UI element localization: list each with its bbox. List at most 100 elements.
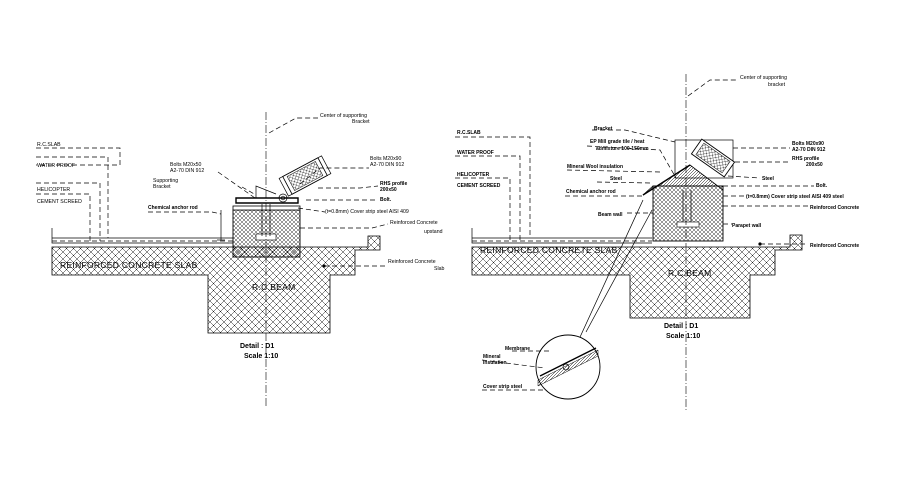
left-leader-heli — [36, 182, 101, 241]
left-leader-screed — [36, 193, 91, 243]
right-label-waterproof: WATER PROOF — [457, 150, 494, 156]
right-label-bolts-1: Bolts M20x90 — [792, 141, 824, 147]
right-leader-dot — [758, 242, 762, 246]
right-label-rhs-1: RHS profile — [792, 156, 819, 162]
right-leader-heli — [455, 177, 511, 243]
left-leader-bolts-left — [217, 171, 256, 199]
right-upstand — [652, 185, 724, 242]
right-label-steel-r: Steel — [762, 176, 775, 182]
right-label-ep-2: admixture 100-150mm — [596, 146, 649, 152]
left-leader-bolts-right — [299, 167, 369, 185]
left-label-waterproof: WATER PROOF — [37, 163, 75, 169]
right-leader-rcslab — [455, 136, 531, 238]
left-label-center-1: Center of supporting — [320, 113, 367, 119]
right-label-steel: Steel — [610, 176, 623, 182]
right-label-rcslab: R.C.SLAB — [457, 130, 481, 136]
right-label-slab-big: REINFORCED CONCRETE SLAB — [480, 245, 618, 255]
right-label-cover: (t=0.8mm) Cover strip steel AISI 409 ste… — [746, 194, 844, 200]
left-leader-center — [268, 117, 318, 134]
right-zoom-line-b — [585, 209, 653, 333]
left-leader-dot — [322, 264, 326, 268]
left-label-center-2: Bracket — [352, 119, 370, 125]
right-label-bolt-r: Bolt. — [816, 183, 828, 189]
left-label-bolts-left-2: A2-70 DIN 912 — [170, 168, 204, 174]
left-label-cover-strip: (t=0.8mm) Cover strip steel AISI 409 — [325, 209, 409, 215]
right-label-chem: Chemical anchor rod — [566, 189, 616, 195]
left-leader-cover — [297, 207, 326, 213]
left-slab — [51, 235, 381, 334]
left-leader-supporting — [241, 186, 257, 196]
right-label-cover-zoom: Cover strip steel — [483, 384, 523, 390]
left-label-bolt: Bolt. — [380, 197, 392, 203]
left-leader-anchor — [148, 211, 222, 215]
right-leader-ep — [586, 145, 677, 179]
right-label-insulation-2: Insulation — [483, 360, 507, 366]
right-light-fixture — [690, 138, 736, 178]
left-label-detail: Detail : D1 — [240, 343, 274, 350]
right-label-center-2: bracket — [768, 82, 786, 88]
right-label-scale: Scale 1:10 — [666, 333, 700, 340]
left-upstand-cap — [232, 205, 301, 211]
left-label-supporting-1: Supporting — [153, 178, 178, 184]
right-slab — [471, 234, 803, 319]
left-label-slab-1: Reinforced Concrete — [388, 259, 436, 265]
left-label-cement-screed: CEMENT SCREED — [37, 199, 82, 205]
left-label-helicopter: HELICOPTER — [37, 187, 70, 193]
right-label-ep-1: EP Mill grade tile / heat — [590, 139, 645, 145]
right-label-insulation-1: Mineral — [483, 354, 501, 360]
left-leader-layers — [36, 156, 109, 238]
right-label-cement-screed: CEMENT SCREED — [457, 183, 501, 189]
right-label-parapet: Parapet wall — [732, 223, 762, 229]
left-leader-rcslab — [36, 147, 121, 166]
left-bolt-circle-inner — [280, 195, 286, 201]
left-label-rcslab: R.C.SLAB — [37, 142, 61, 148]
right-label-rc: Reinforced Concrete — [810, 243, 859, 249]
left-label-anchor-rod: Chemical anchor rod — [148, 205, 198, 211]
right-label-beam: R.C.BEAM — [668, 268, 712, 278]
right-label-beamwall: Beam wall — [598, 212, 623, 218]
left-label-beam: R.C.BEAM — [252, 282, 296, 292]
right-zoom-layer — [537, 349, 599, 387]
right-zoom-line-a — [574, 199, 644, 349]
right-cover-strip — [642, 164, 691, 196]
right-leader-steel — [596, 181, 651, 184]
left-upstand — [232, 209, 301, 258]
right-screed-line — [471, 228, 652, 244]
right-zoom-bolt — [562, 363, 570, 371]
left-label-slab-2: Slab — [434, 266, 444, 272]
left-screed-line — [51, 228, 233, 244]
right-label-center-1: Center of supporting — [740, 75, 787, 81]
right-label-bolts-2: A2-70 DIN 912 — [792, 147, 826, 153]
right-label-rhs-2: 200x50 — [806, 162, 823, 168]
right-label-mineral: Mineral Wool insulation — [567, 164, 623, 170]
left-label-profile-1: RHS profile — [380, 181, 407, 187]
left-label-bolts-left-1: Bolts M20x50 — [170, 162, 202, 168]
right-leader-mineral — [566, 169, 661, 173]
right-detail: Center of supporting bracket Bracket R.C… — [455, 74, 859, 410]
left-label-slab-big: REINFORCED CONCRETE SLAB — [60, 260, 198, 270]
left-leader-profile — [318, 185, 379, 189]
left-label-supporting-2: Bracket — [153, 184, 171, 190]
right-zoom-strip — [539, 347, 597, 377]
right-anchor-block — [676, 221, 700, 228]
right-label-upstand: Reinforced Concrete — [810, 205, 859, 211]
left-detail: R.C.SLAB WATER PROOF HELICOPTER CEMENT S… — [36, 112, 444, 408]
left-light-fixture — [278, 155, 332, 197]
left-leader-upstand — [300, 223, 389, 229]
right-leader-center — [687, 79, 738, 97]
left-label-upstand-2: upstand — [424, 229, 443, 235]
right-leader-waterproof — [455, 155, 521, 241]
left-label-profile-2: 200x50 — [380, 187, 397, 193]
right-leader-steel-r — [727, 175, 761, 179]
right-label-helicopter: HELICOPTER — [457, 172, 490, 178]
left-bracket-arm — [255, 185, 277, 198]
right-label-detail: Detail : D1 — [664, 323, 698, 330]
right-label-bracket: Bracket — [594, 126, 613, 132]
left-label-scale: Scale 1:10 — [244, 353, 278, 360]
left-bolt-circle — [278, 193, 288, 203]
right-label-membrane: Membrane — [505, 346, 530, 352]
right-leader-insulation — [481, 359, 546, 369]
right-leader-bracket — [592, 129, 676, 143]
left-label-upstand-1: Reinforced Concrete — [390, 220, 438, 226]
